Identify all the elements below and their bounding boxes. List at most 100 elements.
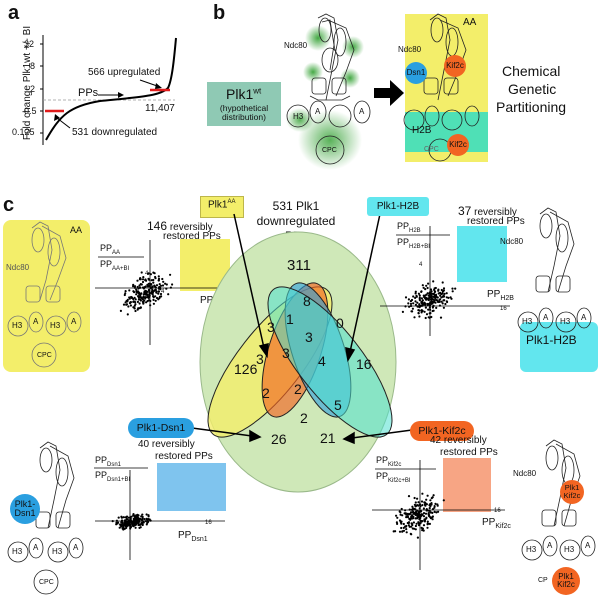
scatter-point bbox=[418, 503, 421, 506]
scatter-point bbox=[133, 304, 136, 307]
scatter-point bbox=[128, 297, 131, 300]
chem-line1: Chemical bbox=[502, 63, 561, 79]
c-h2b-plk1-label: Plk1-H2B bbox=[526, 333, 577, 347]
scatter-point bbox=[143, 285, 147, 289]
c-aa-ndc80: Ndc80 bbox=[6, 263, 30, 272]
scatter-point bbox=[431, 309, 434, 313]
aa-ratio-num: PPAA bbox=[100, 243, 121, 256]
scatter-point bbox=[427, 509, 430, 512]
c-dsn1-h3-2: H3 bbox=[52, 547, 63, 556]
scatter-point bbox=[434, 293, 438, 296]
scatter-point bbox=[433, 290, 436, 294]
scatter-point bbox=[143, 293, 146, 296]
scatter-point bbox=[426, 292, 429, 295]
ytick-32: 32 bbox=[24, 39, 35, 49]
scatter-point bbox=[396, 516, 399, 519]
scatter-point bbox=[122, 516, 125, 519]
c-aa-h3-2: H3 bbox=[50, 321, 61, 330]
scatter-point bbox=[399, 513, 402, 516]
scatter-point bbox=[111, 520, 114, 523]
kif2c-ratio-num: PPKif2c bbox=[376, 455, 402, 468]
c-dsn1-a-2: A bbox=[73, 543, 79, 552]
scatter-point bbox=[118, 526, 121, 529]
scatter-point bbox=[409, 532, 412, 536]
venn-3c: 3 bbox=[282, 345, 290, 361]
scatter-point bbox=[405, 528, 408, 531]
scatter-point bbox=[139, 306, 142, 309]
venn-2b: 2 bbox=[294, 381, 302, 397]
scatter-point bbox=[396, 522, 399, 526]
scatter-point bbox=[436, 299, 439, 302]
scatter-point bbox=[406, 516, 410, 519]
ndc80-label-wt: Ndc80 bbox=[284, 41, 308, 50]
scatter-point bbox=[428, 515, 431, 518]
panel-c-letter: c bbox=[3, 194, 15, 216]
scatter-point bbox=[138, 302, 141, 305]
scatter-point bbox=[441, 292, 444, 295]
dsn1-ratio-den: PPDsn1+BI bbox=[95, 470, 131, 483]
scatter-point bbox=[438, 304, 441, 307]
scatter-point bbox=[442, 499, 445, 502]
scatter-point bbox=[117, 516, 120, 519]
scatter-point bbox=[138, 286, 141, 289]
scatter-point bbox=[161, 277, 164, 281]
scatter-point bbox=[399, 511, 402, 514]
scatter-point bbox=[129, 525, 132, 529]
scatter-point bbox=[149, 519, 152, 522]
scatter-point bbox=[424, 504, 427, 507]
scatter-point bbox=[410, 310, 413, 313]
scatter-point bbox=[130, 515, 133, 518]
chem-line3: Partitioning bbox=[496, 99, 567, 115]
scatter-point bbox=[420, 290, 423, 293]
dsn1-restored-text2: restored PPs bbox=[155, 451, 213, 462]
venn-311: 311 bbox=[287, 257, 311, 274]
scatter-point bbox=[129, 304, 132, 307]
scatter-point bbox=[411, 307, 414, 310]
scatter-point bbox=[131, 522, 134, 525]
scatter-point bbox=[151, 291, 154, 294]
scatter-point bbox=[115, 519, 118, 522]
venn-26: 26 bbox=[271, 431, 287, 447]
scatter-point bbox=[394, 530, 397, 533]
tag-plk1-h2b: Plk1-H2B bbox=[367, 197, 429, 216]
scatter-point bbox=[413, 511, 416, 514]
venn-4: 4 bbox=[318, 353, 326, 369]
scatter-point bbox=[427, 282, 430, 285]
aa-label-b: AA bbox=[463, 17, 477, 28]
tag-plk1-aa bbox=[200, 196, 244, 218]
scatter-point bbox=[436, 504, 439, 507]
scatter-point bbox=[395, 514, 398, 517]
scatter-point bbox=[411, 508, 415, 511]
dsn1-ratio-num: PPDsn1 bbox=[95, 455, 122, 468]
aa-tick-4-y: 4 bbox=[145, 271, 149, 277]
scatter-point bbox=[424, 288, 427, 291]
scatter-point bbox=[428, 507, 431, 510]
scatter-point bbox=[421, 529, 424, 532]
scatter-point bbox=[439, 294, 442, 297]
c-aa-a-2: A bbox=[71, 317, 77, 326]
scatter-point bbox=[122, 528, 125, 531]
scatter-point bbox=[422, 515, 426, 518]
kif2c-dot: Kif2c bbox=[444, 55, 466, 77]
scatter-point bbox=[432, 280, 435, 283]
scatter-point bbox=[137, 307, 140, 310]
scatter-point bbox=[134, 309, 137, 313]
scatter-point bbox=[147, 296, 151, 299]
dsn1-tick-16: 16 bbox=[205, 520, 212, 526]
scatter-point bbox=[423, 310, 426, 313]
tag-plk1-dsn1: Plk1-Dsn1 bbox=[128, 418, 194, 438]
scatter-point bbox=[147, 284, 151, 287]
scatter-point bbox=[422, 524, 426, 527]
scatter-point bbox=[148, 294, 151, 297]
scatter-point bbox=[115, 521, 118, 524]
kif2c-restored-text: 42 reversibly bbox=[430, 435, 487, 446]
scatter-point bbox=[165, 287, 168, 290]
scatter-point bbox=[147, 299, 151, 302]
scatter-point bbox=[152, 278, 155, 282]
scatter-point bbox=[149, 304, 152, 307]
